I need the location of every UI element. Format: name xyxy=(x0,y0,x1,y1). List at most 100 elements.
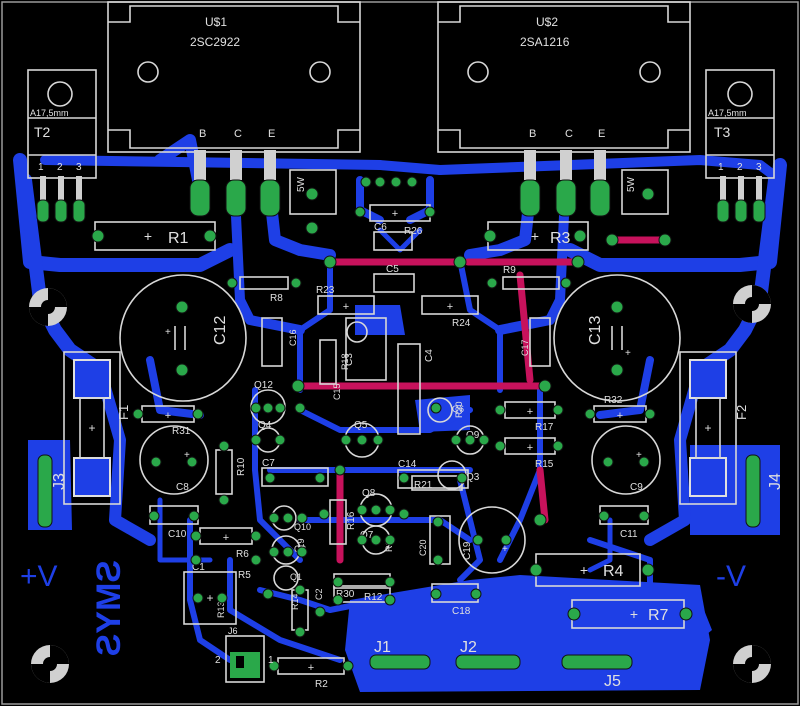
t3-label: T3 xyxy=(714,124,731,140)
resistor-r10: R10 xyxy=(215,449,247,495)
mounting-hole-top-right xyxy=(733,285,771,323)
svg-text:+: + xyxy=(527,406,533,418)
resistor-r8: R8 xyxy=(239,276,289,304)
capacitor-c4: C4 xyxy=(397,343,435,435)
svg-text:R12: R12 xyxy=(364,592,383,603)
mounting-holes xyxy=(29,285,771,683)
svg-text:C1: C1 xyxy=(192,562,205,573)
svg-text:+: + xyxy=(392,208,398,220)
svg-text:R21: R21 xyxy=(414,480,433,491)
svg-text:+: + xyxy=(531,228,539,244)
svg-text:R26: R26 xyxy=(404,226,423,237)
us2-pin-b: B xyxy=(529,128,536,140)
c12-label: C12 xyxy=(212,316,229,345)
j6-pin2: 2 xyxy=(215,655,221,666)
f2-label: F2 xyxy=(734,405,749,420)
us2-pin-e: E xyxy=(598,128,605,140)
capacitor-c7: C7 xyxy=(261,458,329,487)
resistor-r2: +R2 xyxy=(277,657,345,690)
svg-text:+: + xyxy=(625,348,631,359)
power-block-left: 5W xyxy=(289,169,337,215)
capacitor-c3: C3 xyxy=(344,317,387,381)
us1-name: U$1 xyxy=(205,15,227,29)
svg-text:+: + xyxy=(617,410,623,422)
resistor-r14: R14 xyxy=(290,589,309,631)
us2-part: 2SA1216 xyxy=(520,35,570,49)
svg-text:Q12: Q12 xyxy=(254,380,273,391)
t3-pin2: 2 xyxy=(737,162,743,173)
svg-text:Q5: Q5 xyxy=(354,420,368,431)
resistor-r13: R13 xyxy=(216,601,226,618)
resistor-r5: R5 xyxy=(238,570,251,581)
svg-text:R6: R6 xyxy=(236,549,249,560)
resistor-r3: + R3 xyxy=(487,221,589,251)
r3-label: R3 xyxy=(550,230,571,247)
r7-label: R7 xyxy=(648,607,669,624)
j2-label: J2 xyxy=(460,639,477,656)
svg-text:R18: R18 xyxy=(340,353,350,370)
us2-pin-c: C xyxy=(565,128,573,140)
resistor-r24: +R24 xyxy=(421,295,479,329)
svg-text:R30: R30 xyxy=(336,589,355,600)
r4-label: R4 xyxy=(603,563,624,580)
resistor-r12: R12 xyxy=(333,585,391,603)
svg-text:C19: C19 xyxy=(462,541,473,560)
plus-v-text: +V xyxy=(20,560,58,593)
svg-text:C6: C6 xyxy=(374,222,387,233)
j3-label: J3 xyxy=(51,473,68,490)
svg-text:Q4: Q4 xyxy=(258,420,272,431)
capacitor-c5: C5 xyxy=(373,264,415,293)
transistor-us2: U$2 2SA1216 B C E xyxy=(437,1,691,180)
capacitor-c9: C9+ xyxy=(591,425,661,495)
svg-text:R2: R2 xyxy=(315,679,328,690)
transistor-q6: Q6 xyxy=(427,397,464,423)
t2-size: A17,5mm xyxy=(30,108,69,118)
svg-text:+: + xyxy=(630,606,638,622)
pads xyxy=(36,176,766,672)
svg-text:R14: R14 xyxy=(290,593,300,610)
t3-size: A17,5mm xyxy=(708,108,747,118)
us1-pin-e: E xyxy=(268,128,275,140)
t2-pin1: 1 xyxy=(38,162,44,173)
capacitor-c16: C16 xyxy=(261,317,298,367)
us2-name: U$2 xyxy=(536,15,558,29)
svg-text:C4: C4 xyxy=(424,349,435,362)
capacitor-c11: C11 xyxy=(599,505,649,540)
svg-text:+: + xyxy=(308,662,314,674)
us1-pin-b: B xyxy=(199,128,206,140)
capacitor-c8: C8+ xyxy=(139,425,209,495)
mounting-hole-bottom-left xyxy=(31,645,69,683)
transistor-q1: Q1 xyxy=(273,565,302,591)
svg-text:+: + xyxy=(636,450,642,461)
svg-text:Q8: Q8 xyxy=(362,488,376,499)
fuse-f1: + F1 xyxy=(63,351,131,505)
c13-label: C13 xyxy=(587,316,604,345)
r1-label: R1 xyxy=(168,230,189,247)
us1-pin-c: C xyxy=(234,128,242,140)
t2-pin2: 2 xyxy=(57,162,63,173)
top-copper-layer xyxy=(294,236,669,564)
capacitor-c14: C14 xyxy=(397,459,469,489)
f1-label: F1 xyxy=(116,405,131,420)
j6-label: J6 xyxy=(228,626,238,636)
svg-text:R16: R16 xyxy=(346,511,357,530)
svg-text:Q7: Q7 xyxy=(360,530,374,541)
small-capacitors: C5 C6 C16 C17 C3 C4 C18 C7 C14 C10 C11 C… xyxy=(139,222,661,625)
svg-text:C14: C14 xyxy=(398,459,417,470)
svg-text:Q3: Q3 xyxy=(466,472,480,483)
svg-text:R23: R23 xyxy=(316,285,335,296)
capacitor-c2: C2 xyxy=(314,588,324,600)
resistor-r1: + R1 xyxy=(94,221,216,251)
svg-text:C16: C16 xyxy=(288,329,298,346)
resistor-r6: +R6 xyxy=(199,527,253,560)
capacitor-c12: + C12 xyxy=(119,274,247,402)
t2-label: T2 xyxy=(34,124,51,140)
resistor-r15: +R15 xyxy=(504,437,556,470)
t2-pin3: 3 xyxy=(76,162,82,173)
svg-text:+: + xyxy=(165,327,171,338)
svg-text:C8: C8 xyxy=(176,482,189,493)
svg-text:C3: C3 xyxy=(344,353,355,366)
5w-left-label: 5W xyxy=(296,176,307,192)
svg-text:R24: R24 xyxy=(452,318,471,329)
